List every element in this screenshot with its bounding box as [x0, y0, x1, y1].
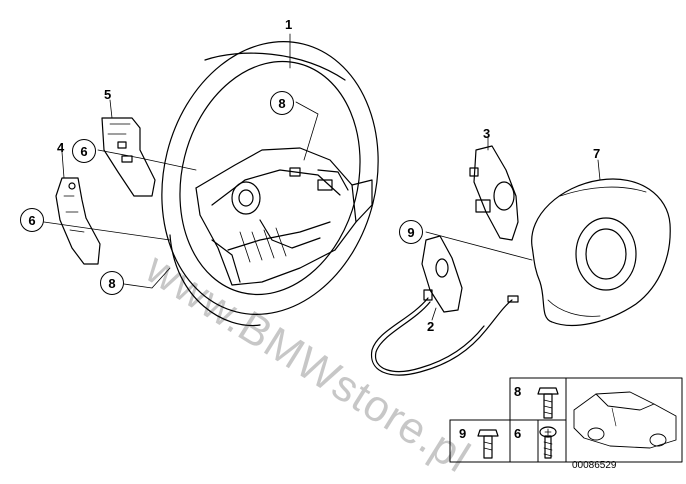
leader-lines: [43, 33, 601, 321]
callout-6-lower: 6: [20, 208, 44, 232]
table-item-6: 6: [514, 426, 522, 441]
steering-wheel-rim: [161, 41, 379, 327]
diagram-id-label: 00086529: [572, 460, 617, 471]
screw-6-icon: [539, 426, 557, 459]
part-5-switch-cover: [101, 117, 156, 197]
callout-8-top: 8: [270, 91, 294, 115]
callout-6-upper: 6: [72, 139, 96, 163]
car-thumbnail-icon: [573, 391, 677, 449]
part-2-cable: [371, 295, 519, 376]
callout-4: 4: [57, 140, 65, 155]
screw-8-icon: [537, 387, 559, 419]
part-9-control-unit: [421, 235, 463, 313]
callout-2: 2: [427, 319, 435, 334]
fastener-table: [449, 377, 683, 463]
table-item-9: 9: [459, 426, 467, 441]
callout-7: 7: [593, 146, 601, 161]
callout-1: 1: [285, 17, 293, 32]
callout-5: 5: [104, 87, 112, 102]
screw-9-icon: [477, 429, 499, 459]
callout-9: 9: [399, 220, 423, 244]
steering-wheel-hub: [195, 147, 373, 286]
table-item-8: 8: [514, 384, 522, 399]
part-4-side-cover: [55, 177, 101, 265]
part-3-switch-block: [469, 145, 519, 241]
part-7-airbag: [531, 178, 671, 327]
callout-3: 3: [483, 126, 491, 141]
callout-8-bottom: 8: [100, 271, 124, 295]
